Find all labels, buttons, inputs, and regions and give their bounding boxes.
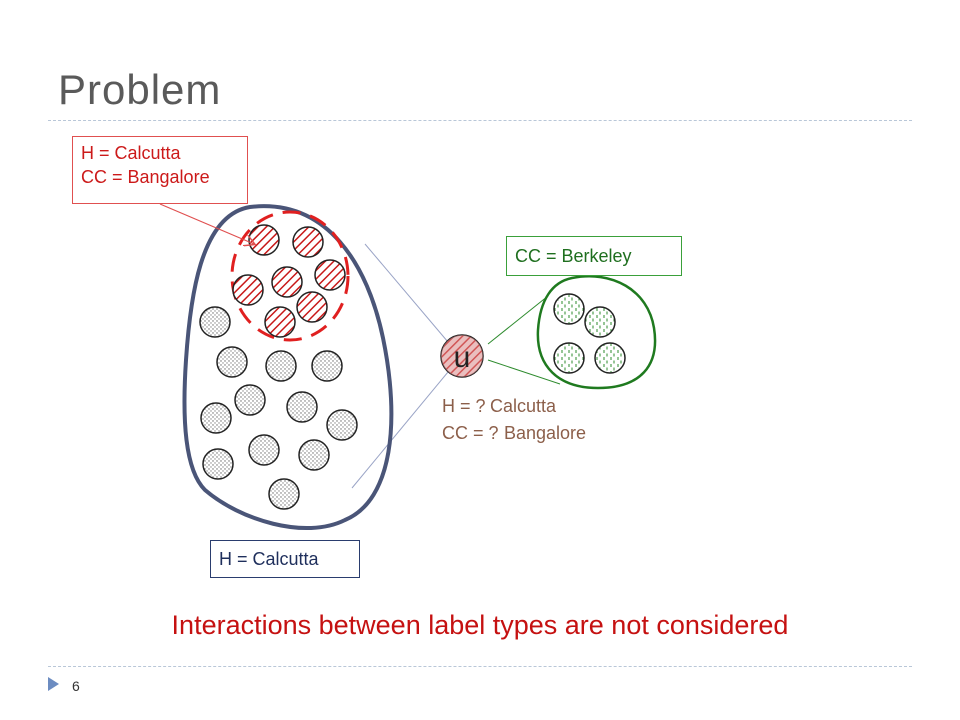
gray-node [286, 391, 318, 423]
gray-node [234, 384, 266, 416]
green-label-cc: CC = Berkeley [515, 246, 632, 266]
blue-label-h: H = Calcutta [219, 549, 319, 569]
edge-u-right-top [487, 295, 549, 345]
red-node [232, 274, 264, 306]
u-h-question: H = ? [442, 396, 486, 416]
u-cc-inferred: Bangalore [504, 423, 587, 443]
red-subcluster-boundary [230, 210, 350, 342]
callout-arrow [159, 203, 254, 244]
red-node [314, 259, 346, 291]
red-nodes [232, 224, 346, 338]
node-u: u [440, 334, 484, 378]
footer-bullet-icon [48, 677, 59, 691]
red-node [248, 224, 280, 256]
red-label-h: H = Calcutta [81, 143, 181, 163]
page-number: 6 [72, 678, 80, 694]
node-u-label: u [454, 341, 471, 374]
red-node [271, 266, 303, 298]
gray-node [216, 346, 248, 378]
gray-node [268, 478, 300, 510]
u-cc-question: CC = ? [442, 423, 499, 443]
footer-divider [48, 666, 912, 667]
blue-label-box: H = Calcutta [210, 540, 360, 578]
edge-u-left-top [364, 243, 449, 343]
green-node [553, 293, 585, 325]
title-divider [48, 120, 912, 121]
green-nodes [553, 293, 626, 374]
u-h-inferred: Calcutta [490, 396, 557, 416]
slide-caption: Interactions between label types are not… [171, 610, 789, 640]
green-node [594, 342, 626, 374]
gray-node [200, 402, 232, 434]
green-node [584, 306, 616, 338]
gray-node [199, 306, 231, 338]
slide-title: Problem [58, 66, 222, 113]
red-node [296, 291, 328, 323]
red-node [264, 306, 296, 338]
green-cluster-boundary [536, 275, 657, 390]
red-node [292, 226, 324, 258]
gray-node [298, 439, 330, 471]
gray-node [248, 434, 280, 466]
left-cluster-boundary [182, 204, 394, 530]
edge-u-left-bottom [351, 371, 449, 489]
gray-nodes [199, 306, 358, 510]
gray-node [202, 448, 234, 480]
red-label-cc: CC = Bangalore [81, 167, 210, 187]
green-label-box: CC = Berkeley [506, 236, 682, 276]
green-node [553, 342, 585, 374]
gray-node [265, 350, 297, 382]
edge-u-right-bottom [487, 359, 561, 385]
gray-node [326, 409, 358, 441]
gray-node [311, 350, 343, 382]
red-label-box: H = Calcutta CC = Bangalore [72, 136, 248, 204]
